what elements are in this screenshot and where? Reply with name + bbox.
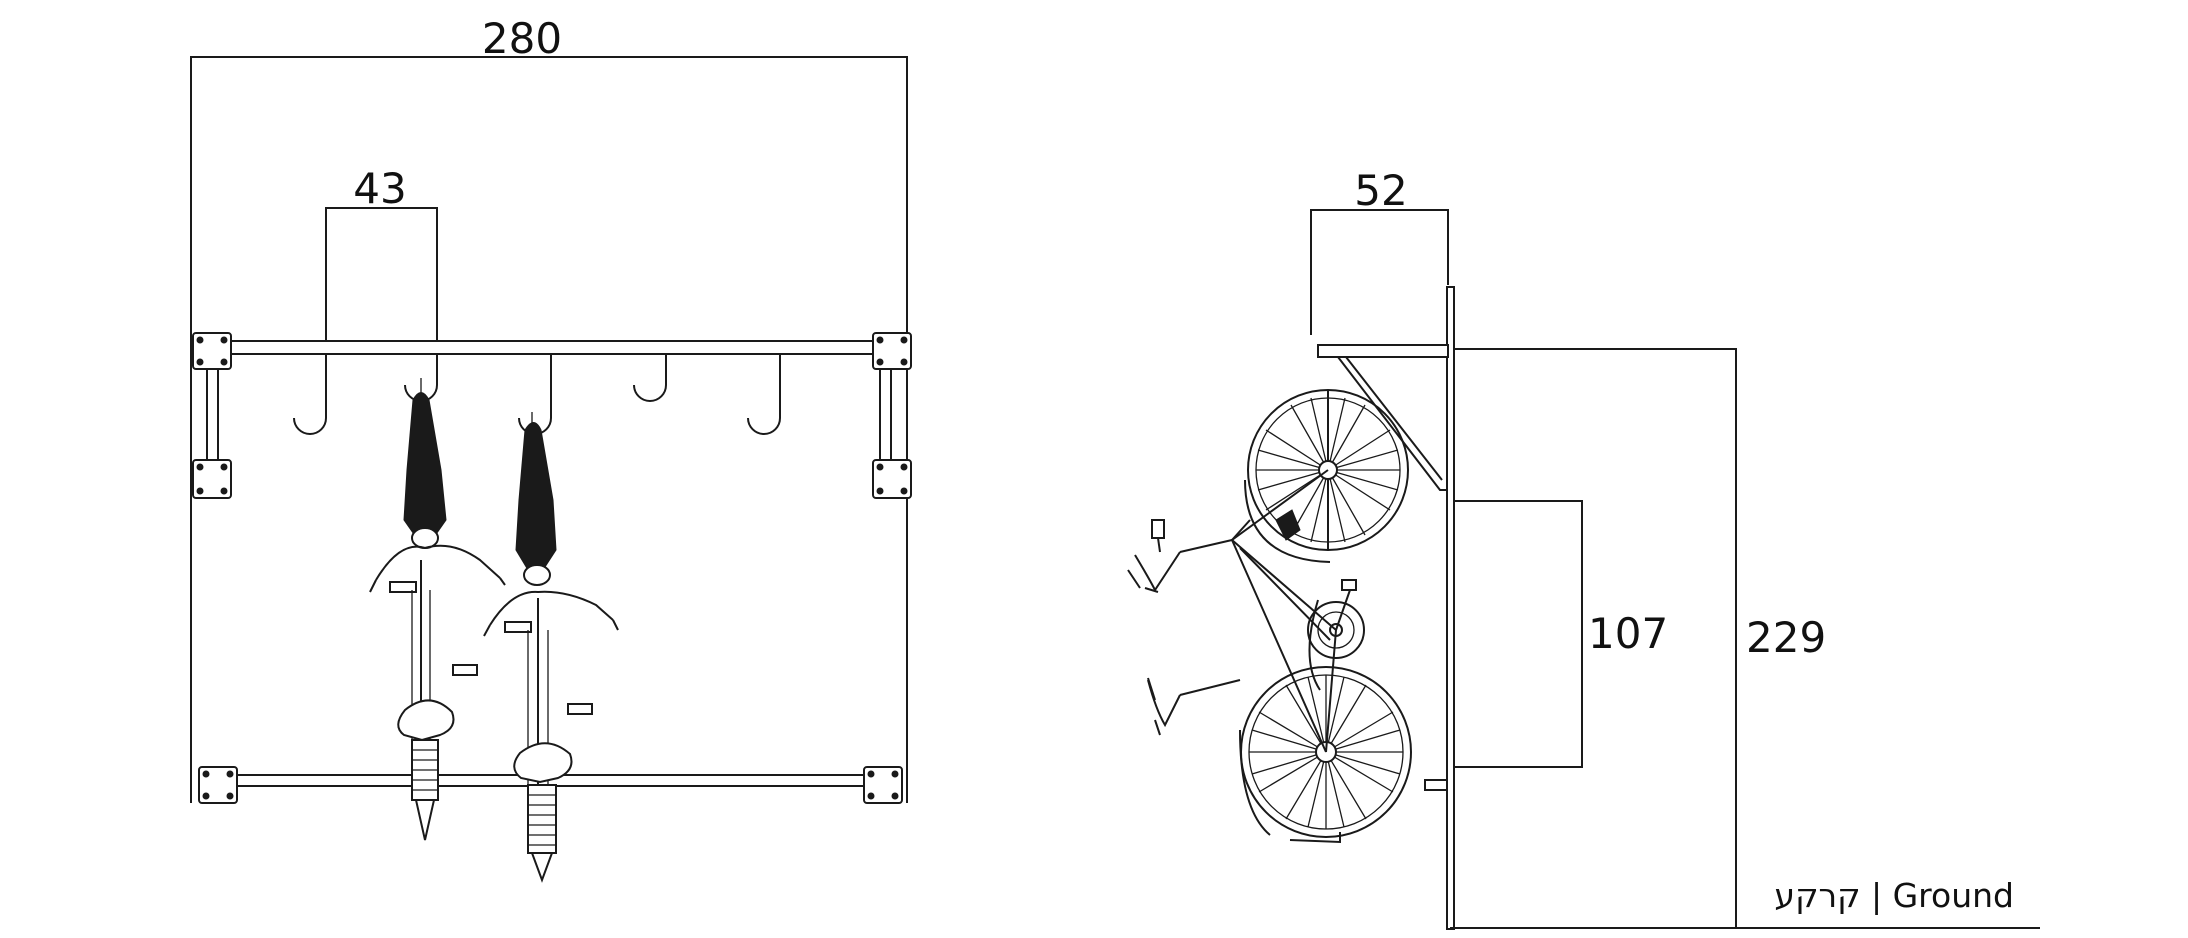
front-view: 280 43 — [190, 14, 912, 883]
dim-hook-spacing: 43 — [353, 164, 406, 213]
dim-total-height-bracket — [1454, 348, 1737, 928]
ground-label: קרקע | Ground — [1774, 876, 2014, 915]
front-wall-outline — [190, 56, 908, 803]
hook — [293, 354, 327, 435]
dim-total-height: 229 — [1746, 613, 1826, 662]
dim-lower-height-bracket — [1454, 500, 1583, 768]
hook — [747, 354, 781, 435]
mounting-plate — [872, 459, 912, 499]
mounting-plate — [192, 459, 232, 499]
dim-rack-depth: 52 — [1354, 166, 1407, 215]
dim-lower-height: 107 — [1588, 609, 1668, 658]
hook — [518, 354, 552, 435]
dim-rack-depth-bracket — [1310, 209, 1449, 335]
dim-total-width: 280 — [482, 14, 562, 63]
side-wall-bracket — [1317, 344, 1449, 791]
hooks — [293, 354, 781, 435]
side-view: 52 קרקע | Ground 229 107 — [1127, 166, 2040, 930]
bicycle-side-view — [1127, 389, 1412, 844]
upper-rail — [194, 340, 904, 355]
hook — [633, 354, 667, 402]
bicycle-front-view — [369, 378, 506, 841]
mounting-plates — [192, 332, 912, 804]
wall-post — [1446, 286, 1455, 930]
dim-hook-spacing-bracket — [325, 207, 438, 345]
bicycle-front-view — [483, 412, 619, 883]
